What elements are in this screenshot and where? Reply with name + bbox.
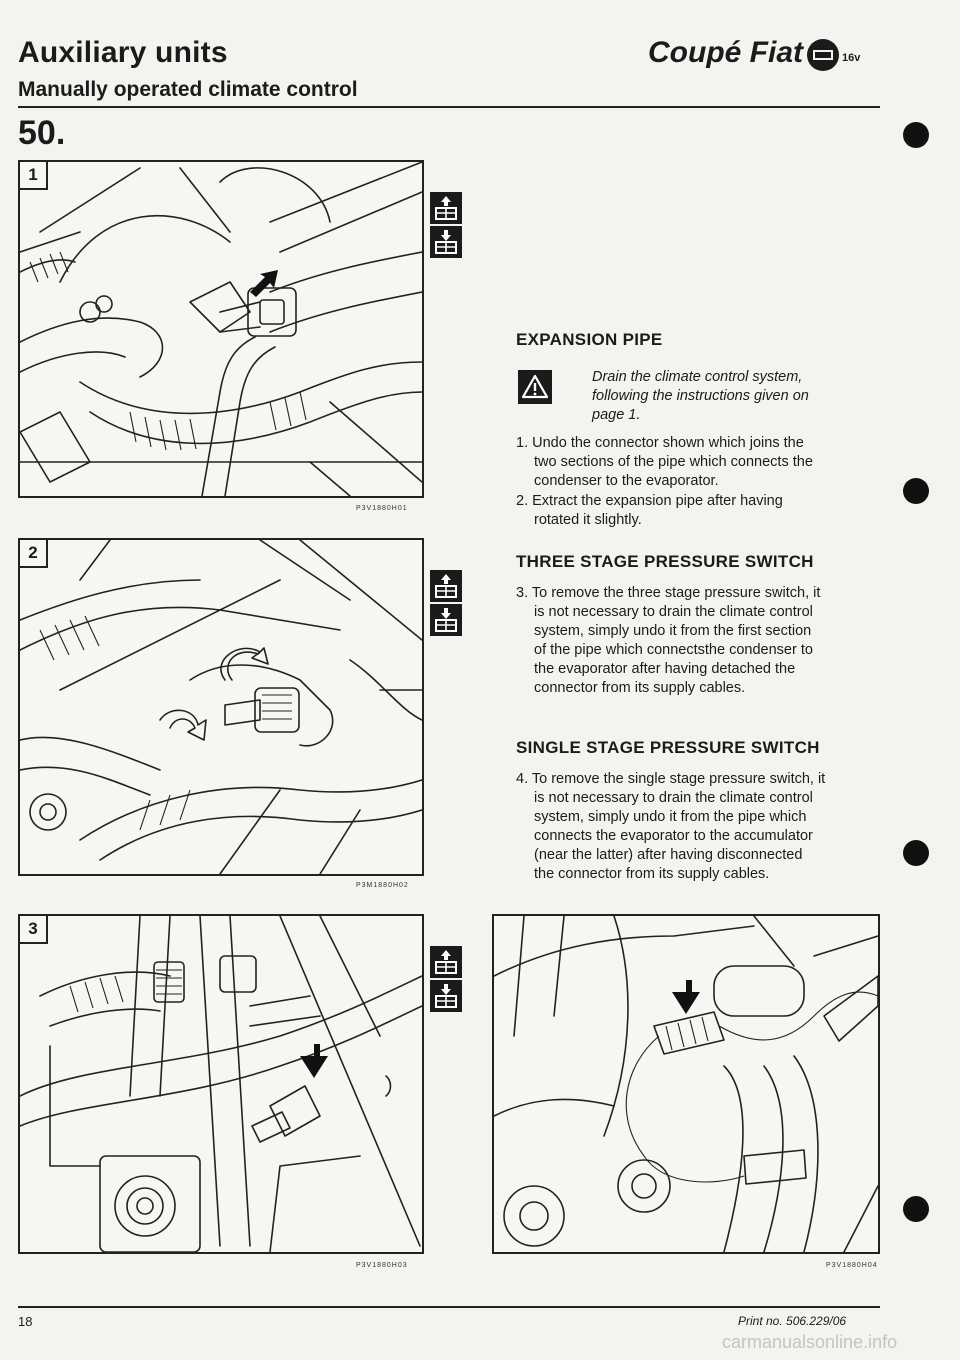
warning-text: Drain the climate control system, follow… [592,369,809,423]
remove-icon [430,192,462,224]
header-divider [18,106,880,108]
figure-3-number: 3 [20,916,48,944]
remove-icon [430,570,462,602]
refit-icon [430,604,462,636]
warning-icon [518,370,552,404]
refit-icon [430,980,462,1012]
figure-2-number: 2 [20,540,48,568]
page-number: 18 [18,1314,33,1329]
figure-2: 2 [18,538,424,876]
figure-1-illustration [20,162,422,496]
refit-icon [430,226,462,258]
step-2: 2. Extract the expansion pipe after havi… [516,493,783,528]
figure-3: 3 [18,914,424,1254]
figure-2-illustration [20,540,422,874]
watermark-url: carmanualsonline.info [722,1332,898,1352]
remove-icon [430,946,462,978]
figure-1-code: P3V1880H01 [356,505,408,512]
step-1: 1. Undo the connector shown which joins … [516,435,813,489]
figure-2-code: P3M1880H02 [356,882,409,889]
figure-1: 1 [18,160,424,498]
expansion-pipe-heading: EXPANSION PIPE [516,330,663,349]
brand-name: Coupé Fiat [648,36,803,69]
print-number: Print no. 506.229/06 [738,1314,847,1328]
footer-divider [18,1306,880,1308]
step-3: 3. To remove the three stage pressure sw… [516,585,821,696]
figure-4 [492,914,880,1254]
binder-hole [903,478,929,504]
figure-1-number: 1 [20,162,48,190]
binder-hole [903,122,929,148]
figure-4-code: P3V1880H04 [826,1262,878,1269]
binder-hole [903,1196,929,1222]
three-stage-heading: THREE STAGE PRESSURE SWITCH [516,552,814,571]
step-4: 4. To remove the single stage pressure s… [516,771,826,882]
brand-badge: 16v [842,52,861,64]
figure-3-illustration [20,916,422,1252]
figure-3-code: P3V1880H03 [356,1262,408,1269]
section-title: Auxiliary units [18,36,228,69]
section-subtitle: Manually operated climate control [18,78,358,101]
brand-logo [807,39,839,71]
binder-hole [903,840,929,866]
figure-4-illustration [494,916,878,1252]
single-stage-heading: SINGLE STAGE PRESSURE SWITCH [516,738,820,757]
page-label: 50. [18,114,66,152]
